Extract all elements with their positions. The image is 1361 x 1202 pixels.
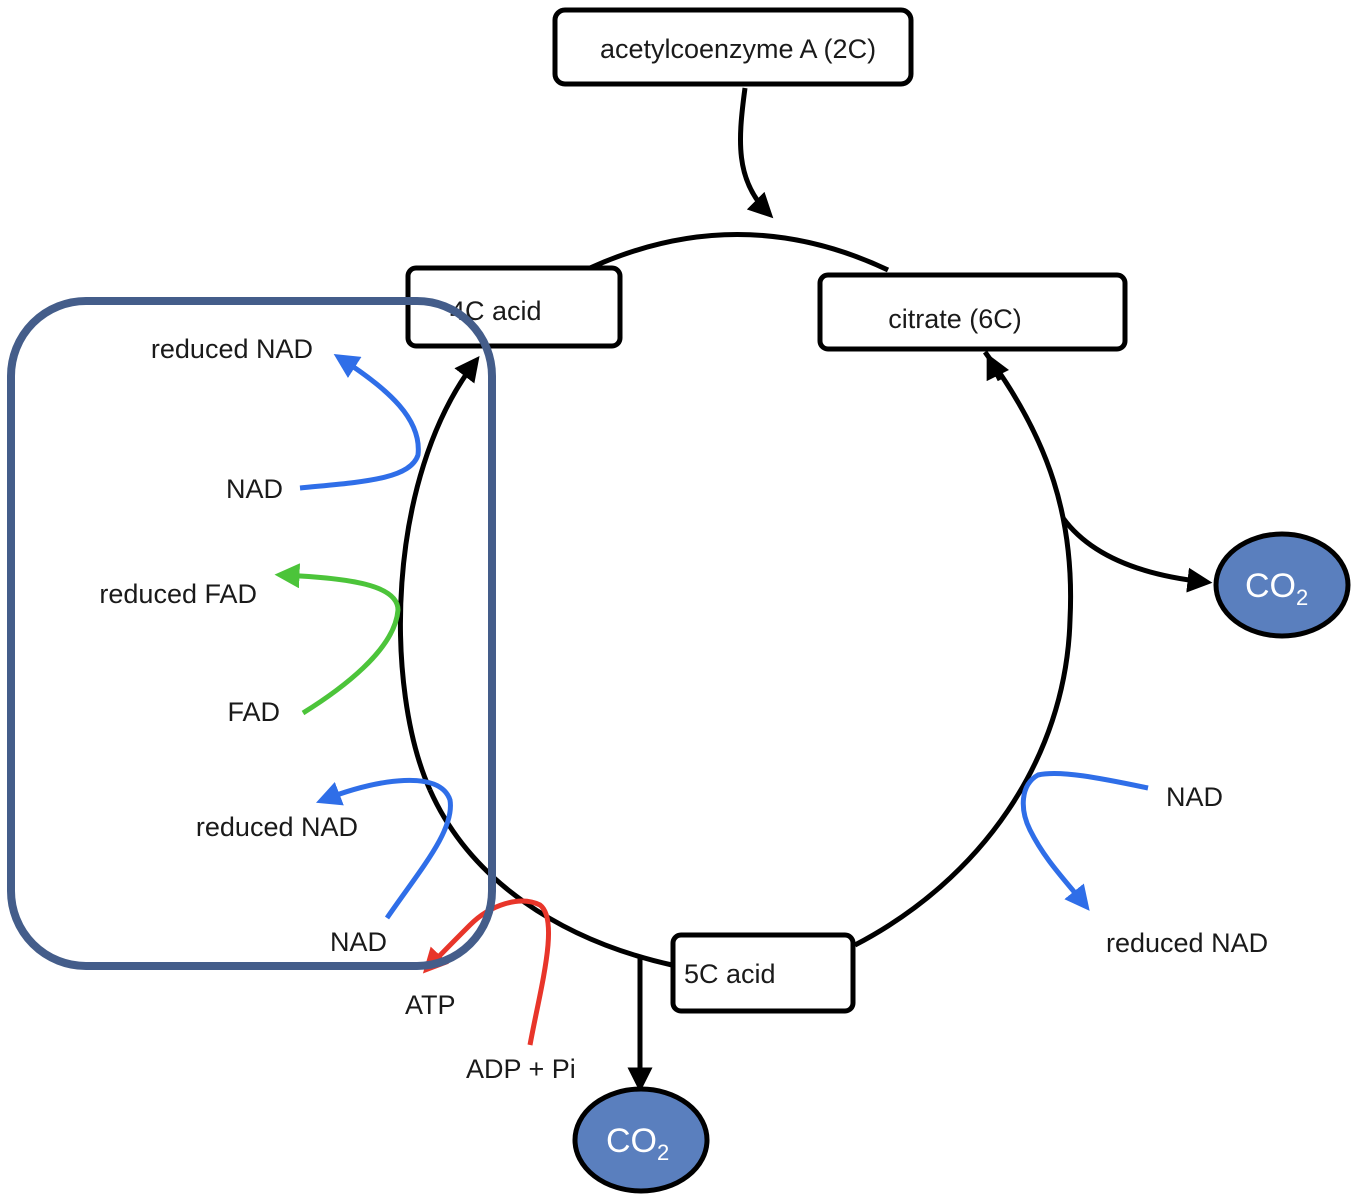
co2-right: CO2 xyxy=(1213,531,1351,639)
label-nad-bottom: NAD xyxy=(330,927,387,957)
acetyl-arrow xyxy=(738,87,774,219)
fad-arrow xyxy=(274,563,401,716)
label-atp: ATP xyxy=(405,990,456,1020)
co2-right-sub: 2 xyxy=(1296,585,1308,610)
cycle-arc-top xyxy=(588,232,890,273)
atp-arrow xyxy=(422,898,552,1046)
co2-right-arrow xyxy=(1060,516,1213,593)
co2-bottom-sub: 2 xyxy=(657,1140,669,1165)
node-5c-acid-label: 5C acid xyxy=(684,959,776,989)
label-nad-top: NAD xyxy=(226,474,283,504)
label-reduced-nad-right: reduced NAD xyxy=(1106,928,1268,958)
nad-arrow-left-top xyxy=(299,353,421,491)
label-reduced-nad-top: reduced NAD xyxy=(151,334,313,364)
nad-arrow-right xyxy=(1020,770,1149,911)
node-acetyl-coa-label: acetylcoenzyme A (2C) xyxy=(600,34,876,64)
highlight-frame xyxy=(7,297,496,970)
co2-bottom-label: CO2 xyxy=(606,1122,669,1165)
co2-right-label: CO2 xyxy=(1245,567,1308,610)
co2-bottom: CO2 xyxy=(572,1086,710,1194)
node-5c-acid: 5C acid xyxy=(670,932,856,1014)
cycle-arc-right xyxy=(853,350,1074,948)
citrate-entry-arrow xyxy=(986,353,1010,382)
label-fad: FAD xyxy=(227,697,280,727)
label-reduced-fad: reduced FAD xyxy=(99,579,257,609)
co2-bottom-main: CO xyxy=(606,1122,657,1160)
node-citrate: citrate (6C) xyxy=(817,272,1128,352)
label-adp-pi: ADP + Pi xyxy=(466,1054,576,1084)
node-citrate-label: citrate (6C) xyxy=(888,304,1022,334)
cycle-arc-left xyxy=(397,356,480,792)
node-acetyl-coa: acetylcoenzyme A (2C) xyxy=(552,7,914,87)
co2-right-main: CO xyxy=(1245,567,1296,605)
nad-arrow-left-bottom xyxy=(316,777,453,920)
cycle-arc-bottom xyxy=(427,788,673,968)
label-reduced-nad-bottom: reduced NAD xyxy=(196,812,358,842)
label-nad-right: NAD xyxy=(1166,782,1223,812)
